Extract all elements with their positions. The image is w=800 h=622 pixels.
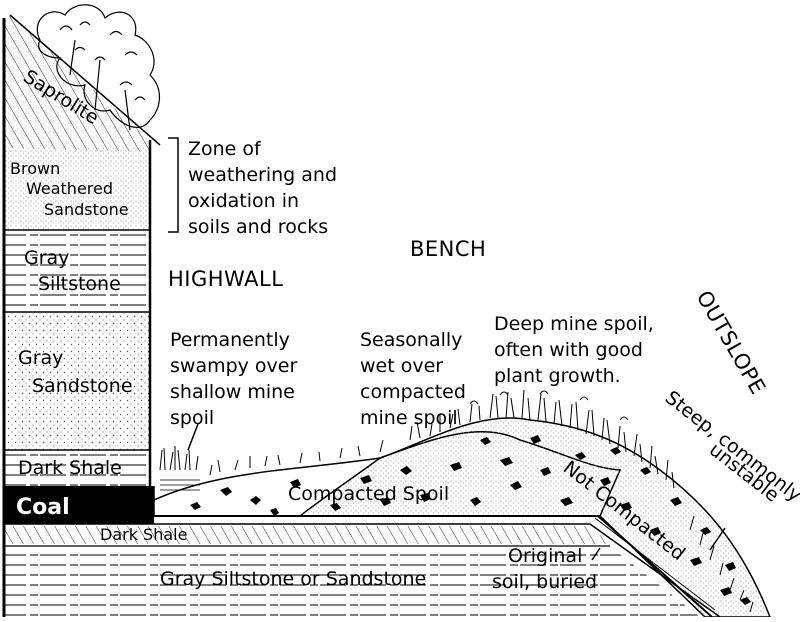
seasonally-line-1: Seasonally [360,329,462,351]
highwall-column [2,14,161,617]
label-bench: BENCH [410,237,486,261]
original-soil-label: Original soil, buried [492,545,597,593]
label-dark-shale-upper: Dark Shale [18,457,122,479]
label-gray-siltstone-1: Gray [24,247,69,269]
dark-shale-upper-layer [4,450,150,486]
label-gray-sandstone-2: Sandstone [32,375,133,397]
label-gray-sandstone-1: Gray [18,347,63,369]
seasonally-line-2: wet over [360,355,443,377]
swampy-line-3: shallow mine [170,381,295,403]
original-soil-line-2: soil, buried [492,571,597,593]
brown-weathered-sandstone-layer [4,148,150,230]
label-gray-siltstone-2: Siltstone [38,273,121,295]
zone-line-2: weathering and [188,164,337,186]
label-brown-3: Sandstone [44,200,129,219]
vegetation [159,389,754,613]
swampy-line-2: swampy over [170,355,297,377]
zone-line-1: Zone of [188,138,262,160]
deep-spoil-line-2: often with good [494,339,643,361]
spoil-fragments [190,435,751,605]
zone-of-weathering-label: Zone of weathering and oxidation in soil… [188,138,337,238]
seasonally-label: Seasonally wet over compacted mine spoil [360,329,466,429]
gray-siltstone-layer [4,232,150,312]
label-outslope: OUTSLOPE [692,287,771,399]
swampy-label: Permanently swampy over shallow mine spo… [170,329,297,429]
seasonally-line-3: compacted [360,381,466,403]
gray-sandstone-layer [4,312,150,450]
coal-seam [4,486,154,524]
label-highwall: HIGHWALL [168,267,283,291]
label-coal: Coal [16,495,70,520]
dark-shale-lower-layer [4,526,610,544]
seasonally-line-4: mine spoil [360,407,458,429]
label-bottom-layer: Gray Siltstone or Sandstone [160,568,426,590]
label-brown-2: Weathered [26,179,113,198]
label-compacted-spoil: Compacted Spoil [288,483,449,505]
steep-leader [709,527,726,551]
swampy-leader [187,423,199,451]
swampy-line-1: Permanently [170,329,290,351]
zone-line-4: soils and rocks [188,216,328,238]
gray-siltstone-sandstone-layer [4,548,700,617]
not-compacted-spoil-zone [297,417,772,618]
swampy-line-4: spoil [170,407,214,429]
original-soil-line [154,515,713,618]
zone-bracket [168,137,179,233]
spoil-layers [153,417,772,618]
zone-line-3: oxidation in [188,190,299,212]
label-dark-shale-lower: Dark Shale [100,525,187,544]
original-soil-leader [591,547,601,561]
lower-strata [4,517,721,618]
deep-spoil-label: Deep mine spoil, often with good plant g… [494,313,654,387]
original-soil-line-1: Original [508,545,582,567]
label-brown-1: Brown [10,159,60,178]
deep-spoil-line-3: plant growth. [494,365,621,387]
deep-spoil-line-1: Deep mine spoil, [494,313,654,335]
trees-illustration [36,4,160,131]
leader-lines [168,137,726,561]
